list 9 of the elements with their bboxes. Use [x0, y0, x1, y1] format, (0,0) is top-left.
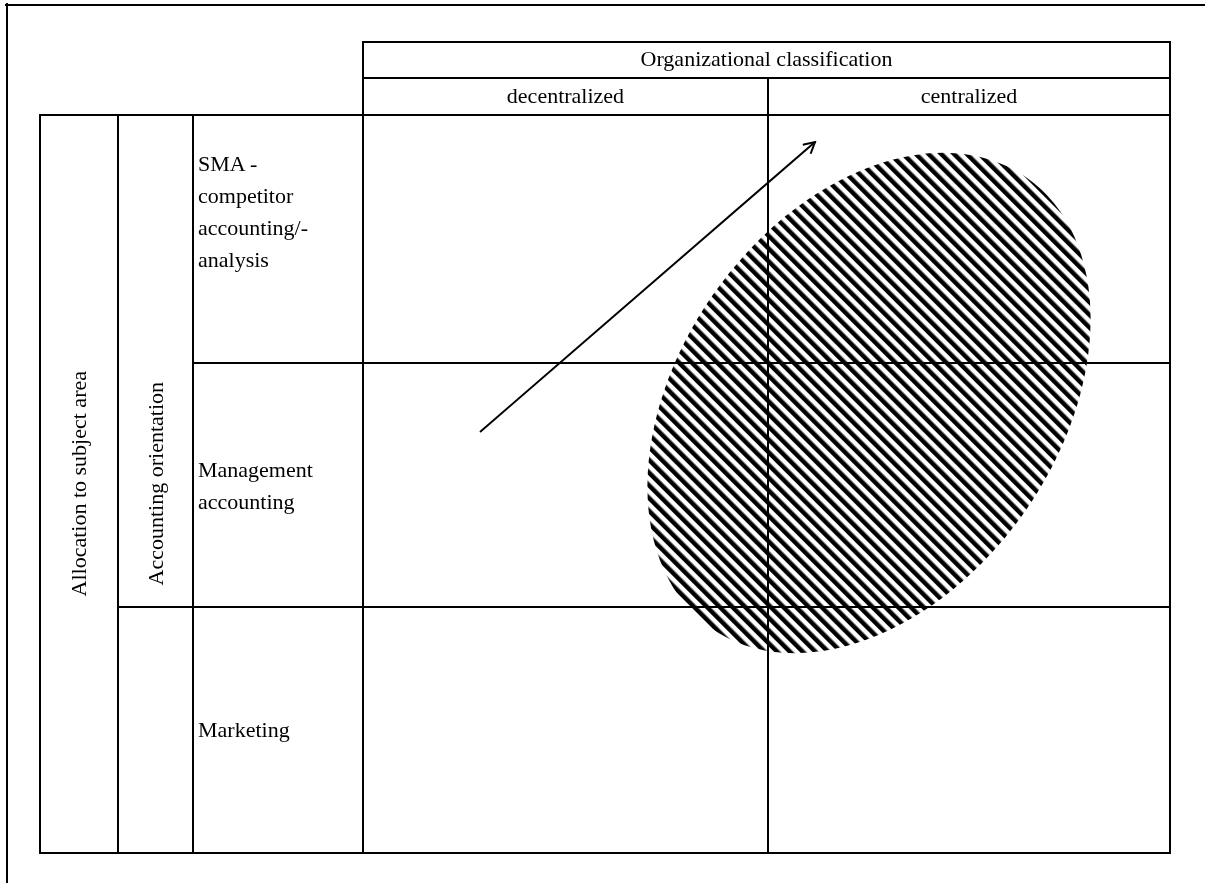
column-header: centralized [919, 82, 1019, 110]
row-group-header: Allocation to subject area [65, 371, 92, 597]
row-header: SMA - competitor accounting/-analysis [198, 150, 309, 274]
row-header: Marketing [198, 716, 291, 744]
column-group-header: Organizational classification [639, 45, 894, 73]
row-subgroup-header: Accounting orientation [141, 382, 169, 586]
hatched-ellipse [647, 153, 1091, 653]
column-header: decentralized [505, 82, 626, 110]
row-header: Management accounting [198, 456, 314, 516]
